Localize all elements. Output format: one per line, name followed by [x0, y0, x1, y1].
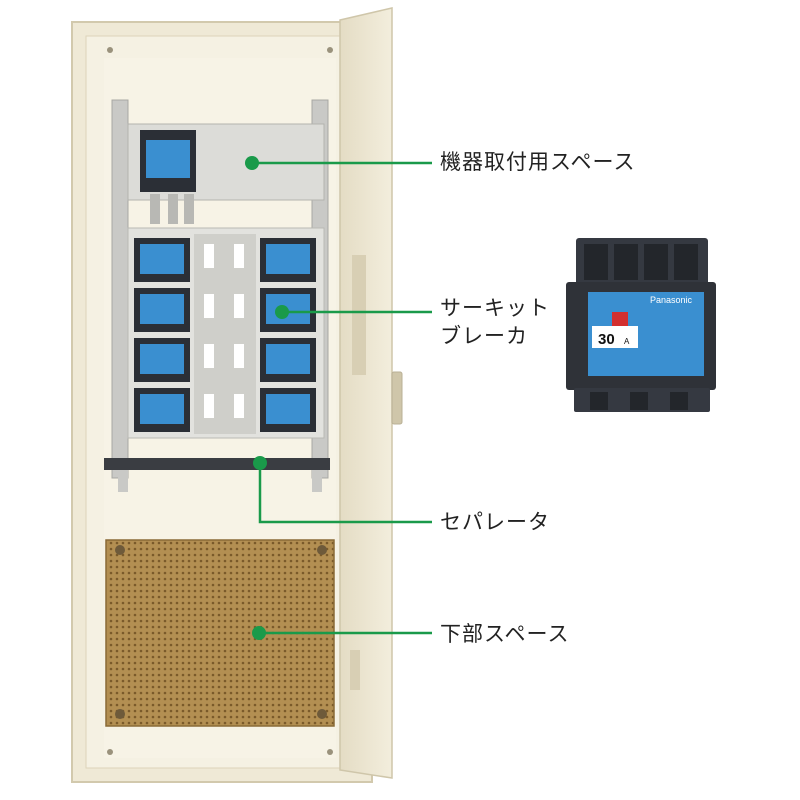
leader-separator — [258, 463, 432, 524]
separator-bar — [104, 458, 330, 492]
dot-lower — [252, 626, 266, 640]
label-equipment-space: 機器取付用スペース — [440, 150, 636, 174]
label-lower-space: 下部スペース — [440, 622, 570, 646]
dot-breaker — [275, 305, 289, 319]
label-circuit-breaker-line2: ブレーカ — [440, 324, 528, 348]
cabinet-door — [339, 7, 403, 779]
label-separator: セパレータ — [440, 510, 550, 534]
label-circuit-breaker-line1: サーキット — [440, 296, 550, 320]
dot-equipment — [245, 156, 259, 170]
label-circuit-breaker: サーキット ブレーカ — [440, 294, 550, 350]
inset-rating: 30 — [598, 331, 615, 348]
leader-lines — [252, 161, 432, 635]
inset-brand: Panasonic — [650, 295, 693, 305]
branch-breakers — [127, 227, 325, 439]
breaker-inset: Panasonic 30 A — [566, 238, 716, 412]
leader-dots — [245, 156, 289, 640]
dot-separator — [253, 456, 267, 470]
inset-rating-unit: A — [624, 337, 630, 346]
